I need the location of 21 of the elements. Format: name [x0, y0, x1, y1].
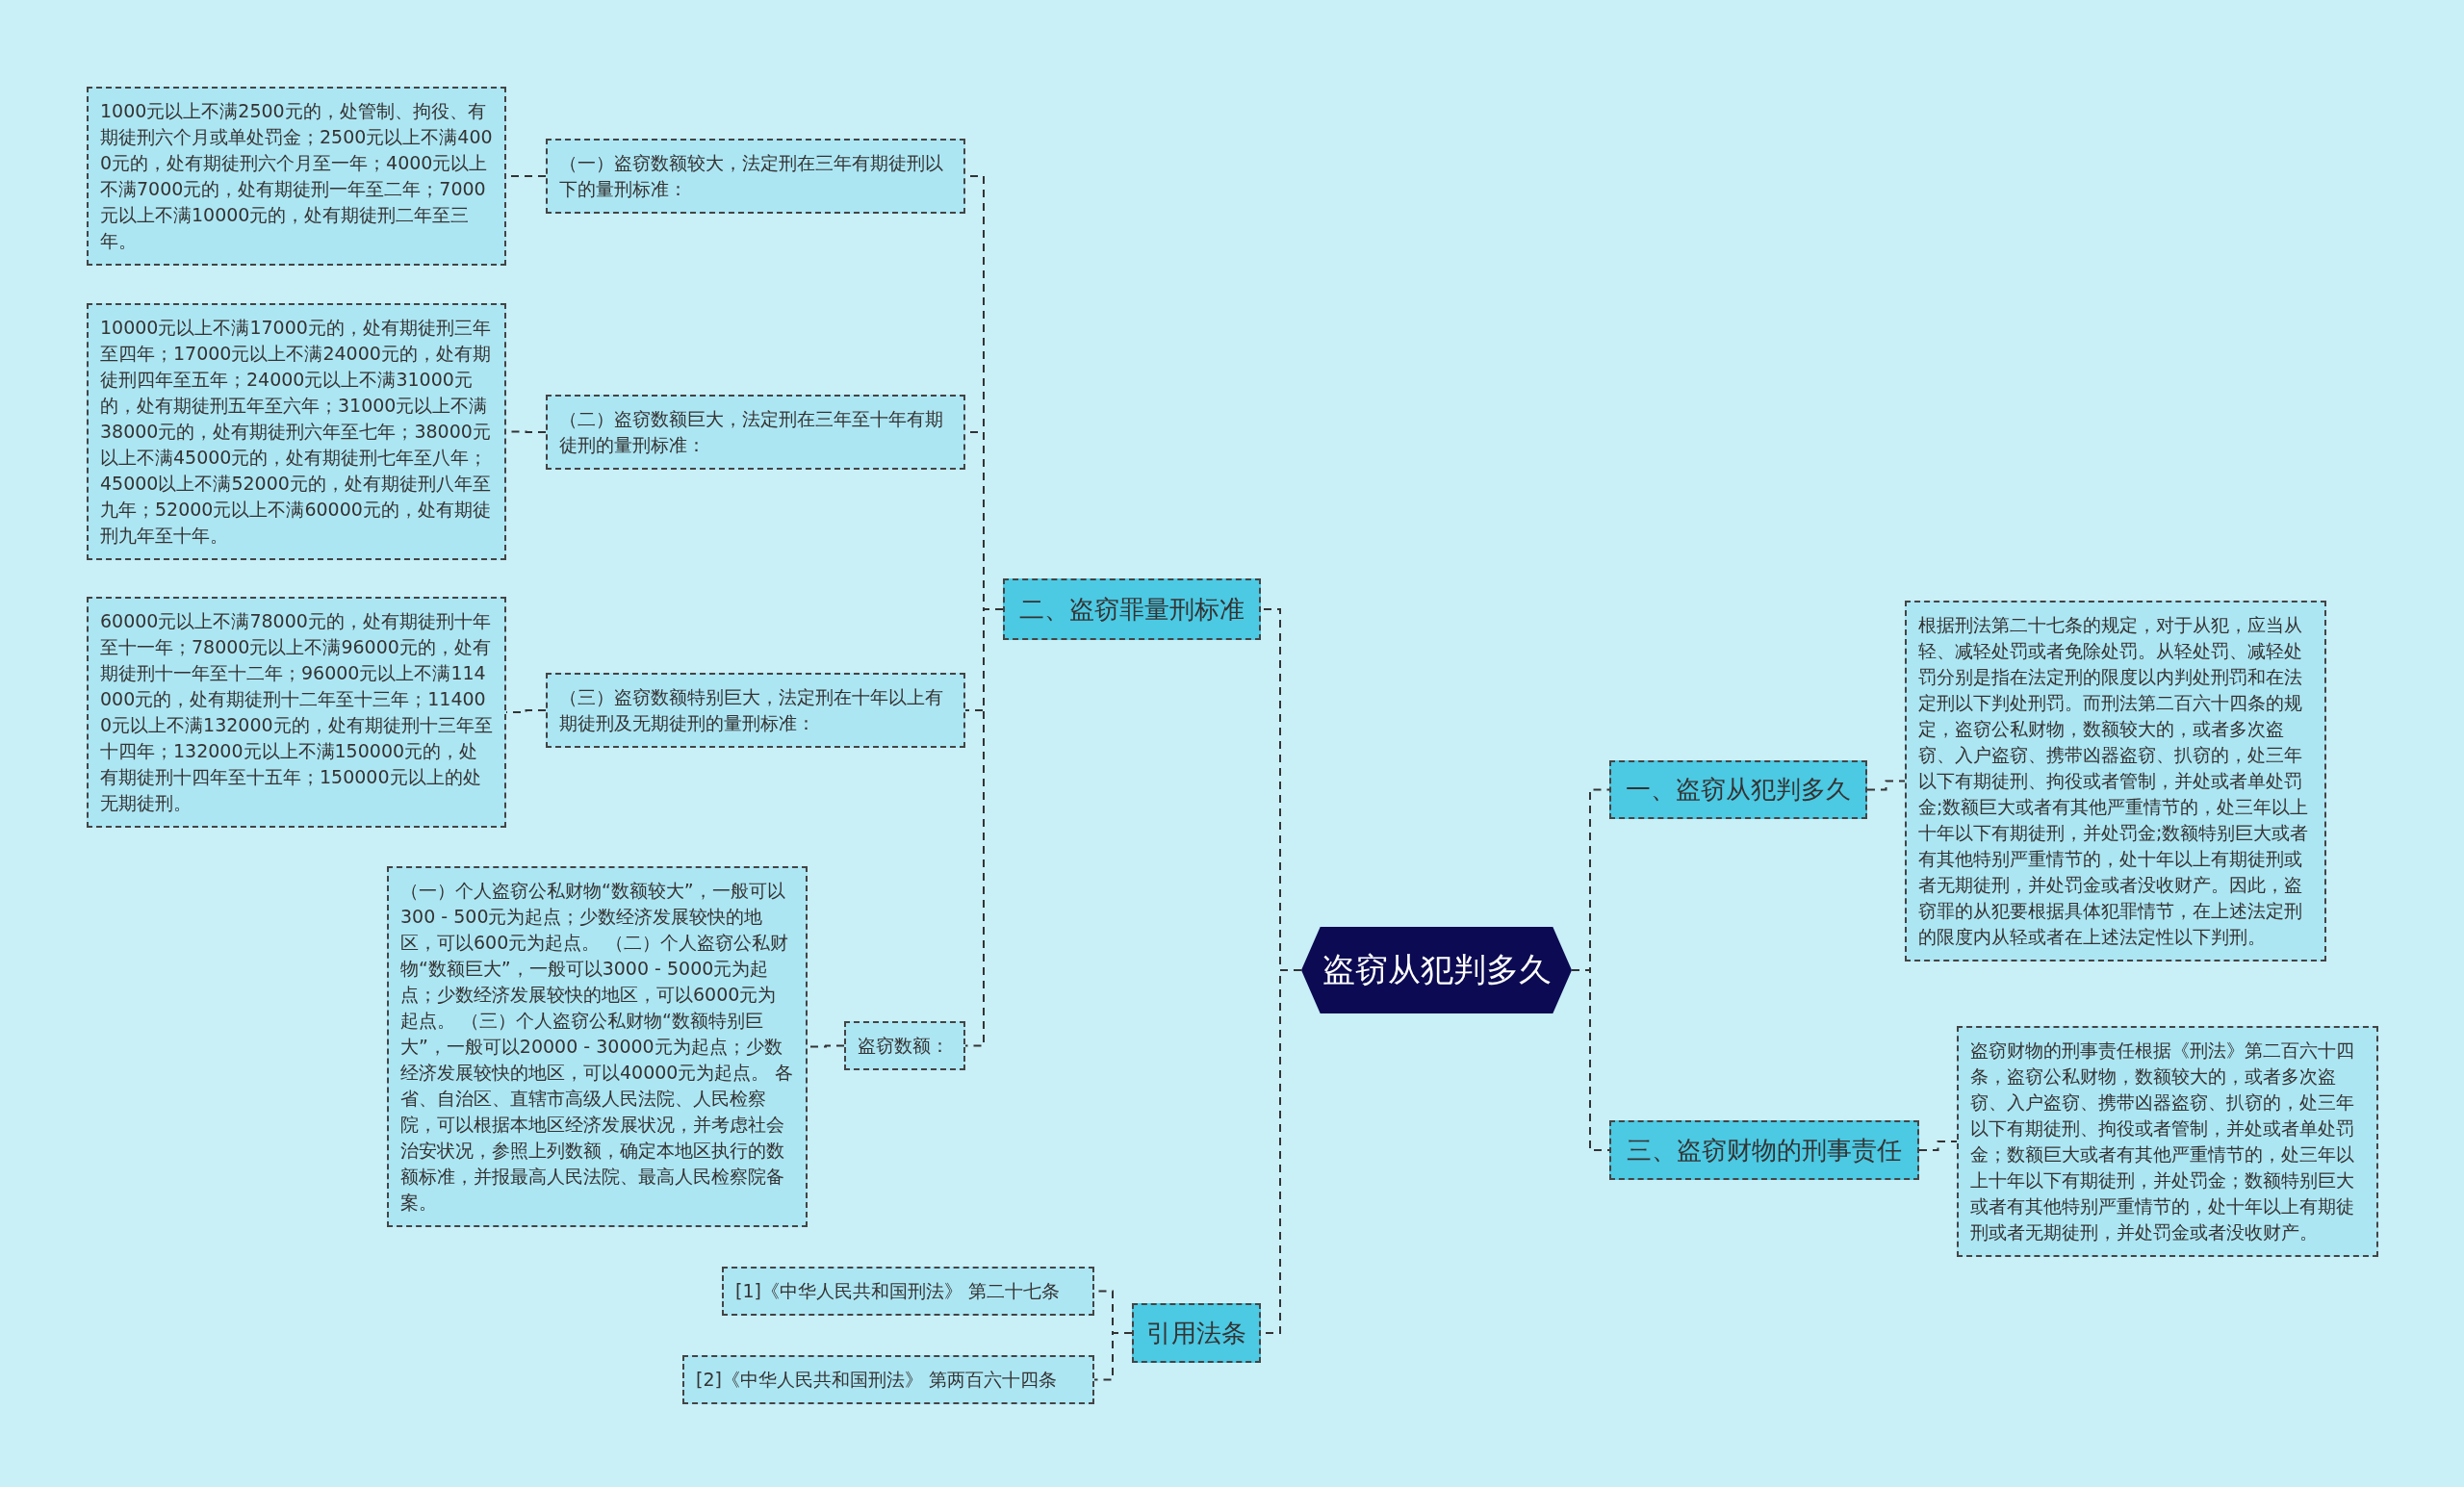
topic-box: 三、盗窃财物的刑事责任 [1609, 1120, 1919, 1180]
note-box: [2]《中华人民共和国刑法》 第两百六十四条 [682, 1355, 1094, 1404]
note-box: 60000元以上不满78000元的，处有期徒刑十年至十一年；78000元以上不满96000元的，处有期徒刑十一年至十二年；96000元以上不满114000元的，处有期徒刑十二年至十三年；114000元以上不满132000元的，处有期徒刑十三年至十四年；132000元以上不满150000元的，处有期徒刑十四年至十五年；150000元以上的处无期徒刑。 [87, 597, 506, 828]
note-box: 10000元以上不满17000元的，处有期徒刑三年至四年；17000元以上不满24000元的，处有期徒刑四年至五年；24000元以上不满31000元的，处有期徒刑五年至六年；31000元以上不满38000元的，处有期徒刑六年至七年；38000元以上不满45000元的，处有期徒刑七年至八年；45000以上不满52000元的，处有期徒刑八年至九年；52000元以上不满60000元的，处有期徒刑九年至十年。 [87, 303, 506, 560]
note-box: 根据刑法第二十七条的规定，对于从犯，应当从轻、减轻处罚或者免除处罚。从轻处罚、减轻处罚分别是指在法定刑的限度以内判处刑罚和在法定刑以下判处刑罚。而刑法第二百六十四条的规定，盗窃公私财物，数额较大的，或者多次盗窃、入户盗窃、携带凶器盗窃、扒窃的，处三年以下有期徒刑、拘役或者管制，并处或者单处罚金;数额巨大或者有其他严重情节的，处三年以上十年以下有期徒刑，并处罚金;数额特别巨大或者有其他特别严重情节的，处十年以上有期徒刑或者无期徒刑，并处罚金或者没收财产。因此，盗窃罪的从犯要根据具体犯罪情节，在上述法定刑的限度内从轻或者在上述法定性以下判刑。 [1905, 601, 2326, 961]
connector-line [1866, 780, 1906, 791]
topic-box: 一、盗窃从犯判多久 [1609, 760, 1867, 819]
note-box: 盗窃财物的刑事责任根据《刑法》第二百六十四条，盗窃公私财物，数额较大的，或者多次盗窃、入户盗窃、携带凶器盗窃、扒窃的，处三年以下有期徒刑、拘役或者管制，并处或者单处罚金；数额巨大或者有其他严重情节的，处三年以上十年以下有期徒刑，并处罚金；数额特别巨大或者有其他特别严重情节的，处十年以上有期徒刑或者无期徒刑，并处罚金或者没收财产。 [1957, 1026, 2378, 1257]
note-box: 盗窃数额： [844, 1021, 965, 1070]
note-box: （一）盗窃数额较大，法定刑在三年有期徒刑以下的量刑标准： [546, 139, 965, 214]
note-box: （一）个人盗窃公私财物“数额较大”，一般可以300 - 500元为起点；少数经济发展较快的地区，可以600元为起点。 （二）个人盗窃公私财物“数额巨大”，一般可以3000 - 5000元为起点；少数经济发展较快的地区，可以6000元为起点。 （三）个人盗窃公私财物“数额特别巨大”，一般可以20000 - 30000元为起点；少数经济发展较快的地区，可以40000元为起点。 各省、自治区、直辖市高级人民法院、人民检察院，可以根据本地区经济发展状况，并考虑社会治安状况，参照上列数额，确定本地区执行的数额标准，并报最高人民法院、最高人民检察院备案。 [387, 866, 808, 1227]
topic-box: 引用法条 [1132, 1303, 1261, 1363]
note-box: （三）盗窃数额特别巨大，法定刑在十年以上有期徒刑及无期徒刑的量刑标准： [546, 673, 965, 748]
topic-box: 二、盗窃罪量刑标准 [1003, 578, 1261, 640]
note-box: 1000元以上不满2500元的，处管制、拘役、有期徒刑六个月或单处罚金；2500元以上不满4000元的，处有期徒刑六个月至一年；4000元以上不满7000元的，处有期徒刑一年至二年；7000元以上不满10000元的，处有期徒刑二年至三年。 [87, 87, 506, 266]
connector-line [1571, 969, 1610, 1151]
connector-line [1918, 1141, 1958, 1151]
note-box: [1]《中华人民共和国刑法》 第二十七条 [722, 1267, 1094, 1316]
connector-line [1093, 1332, 1133, 1381]
note-box: （二）盗窃数额巨大，法定刑在三年至十年有期徒刑的量刑标准： [546, 395, 965, 470]
root-topic-hexagon: 盗窃从犯判多久 [1301, 927, 1572, 1013]
